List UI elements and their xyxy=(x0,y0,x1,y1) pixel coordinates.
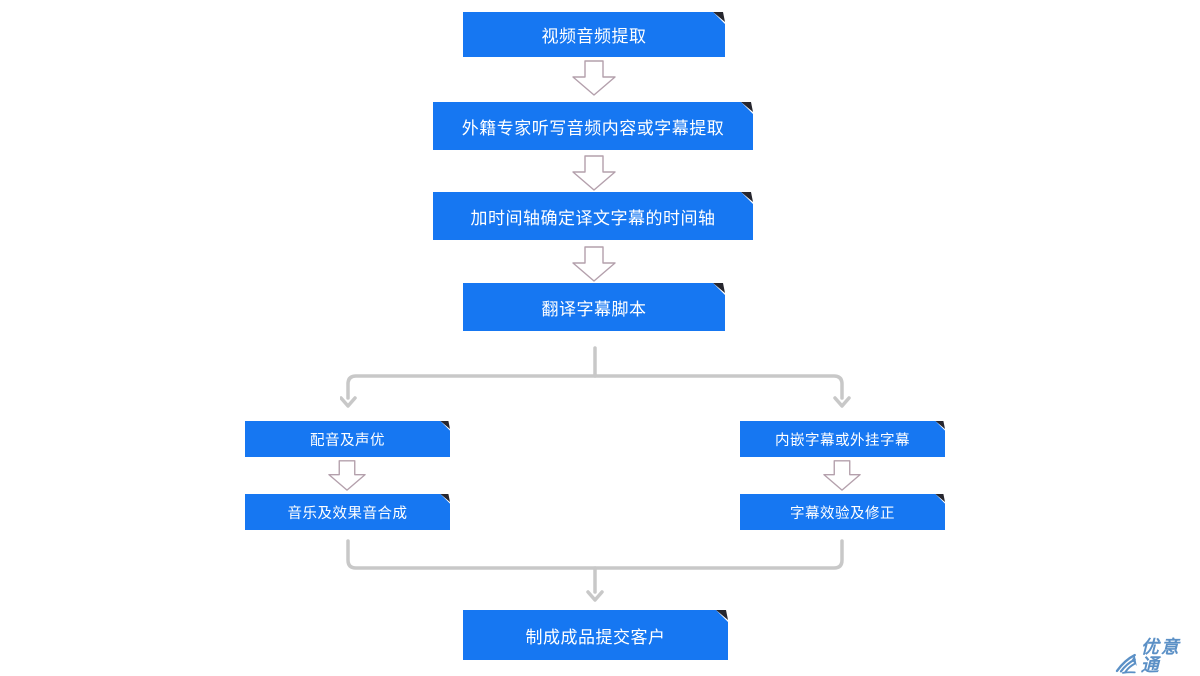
corner-fold-icon xyxy=(741,192,753,204)
flow-node-step4: 翻译字幕脚本 xyxy=(463,283,725,331)
corner-fold-icon xyxy=(935,421,945,431)
flow-node-step1-label: 视频音频提取 xyxy=(541,27,647,46)
flow-node-left2-label: 音乐及效果音合成 xyxy=(287,505,408,522)
flow-node-final: 制成成品提交客户 xyxy=(463,610,728,660)
corner-fold-icon xyxy=(713,283,725,295)
flow-node-step2: 外籍专家听写音频内容或字幕提取 xyxy=(433,102,753,150)
split-connector xyxy=(340,346,851,408)
down-arrow-icon xyxy=(572,246,616,282)
flow-node-left2: 音乐及效果音合成 xyxy=(245,494,450,530)
flow-node-step3-label: 加时间轴确定译文字幕的时间轴 xyxy=(470,208,716,228)
flow-node-right2-label: 字幕效验及修正 xyxy=(790,505,895,522)
corner-fold-icon xyxy=(935,494,945,504)
flow-node-left1: 配音及声优 xyxy=(245,421,450,457)
flow-node-step3: 加时间轴确定译文字幕的时间轴 xyxy=(433,192,753,240)
flow-node-step2-label: 外籍专家听写音频内容或字幕提取 xyxy=(461,118,725,138)
corner-fold-icon xyxy=(741,102,753,114)
logo-watermark: 优意通 xyxy=(1114,638,1200,676)
flow-node-left1-label: 配音及声优 xyxy=(310,432,385,449)
down-arrow-icon xyxy=(572,60,616,96)
down-arrow-icon xyxy=(572,155,616,191)
flow-node-right2: 字幕效验及修正 xyxy=(740,494,945,530)
corner-fold-icon xyxy=(713,12,725,24)
flow-node-step4-label: 翻译字幕脚本 xyxy=(541,299,647,319)
down-arrow-icon xyxy=(823,460,861,491)
flow-node-right1-label: 内嵌字幕或外挂字幕 xyxy=(775,432,910,449)
merge-connector xyxy=(346,539,844,602)
flow-node-step1: 视频音频提取 xyxy=(463,12,725,57)
logo-swoosh-icon xyxy=(1115,653,1137,674)
flow-node-final-label: 制成成品提交客户 xyxy=(525,627,666,647)
corner-fold-icon xyxy=(440,421,450,431)
flow-node-right1: 内嵌字幕或外挂字幕 xyxy=(740,421,945,457)
down-arrow-icon xyxy=(328,460,366,491)
logo-text: 优意通 xyxy=(1140,637,1181,675)
corner-fold-icon xyxy=(440,494,450,504)
corner-fold-icon xyxy=(716,610,728,622)
